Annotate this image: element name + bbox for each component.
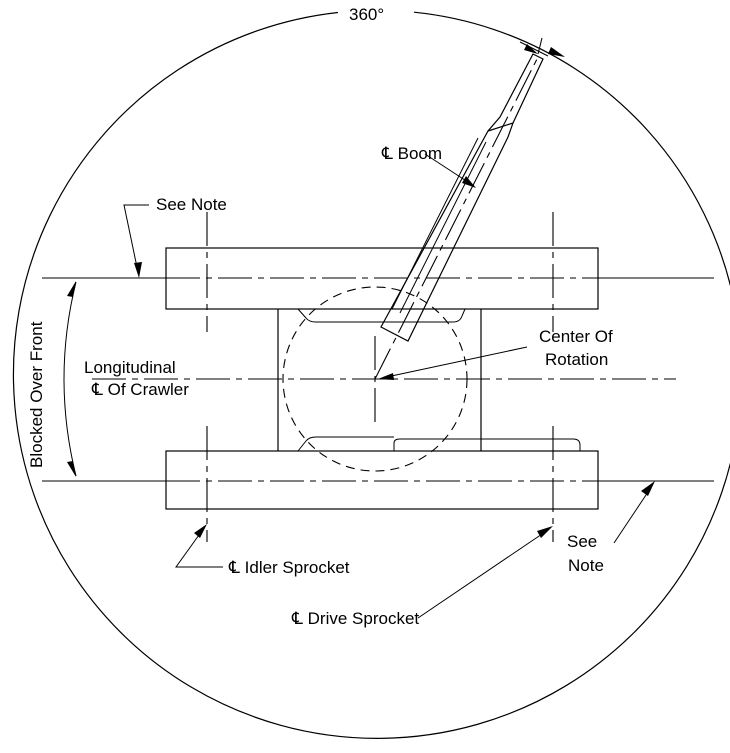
idler-sprocket-arrowhead: [194, 524, 207, 538]
see-note-top-label: See Note: [156, 195, 227, 214]
boom-section-line: [487, 122, 514, 132]
boom-label: ℄ Boom: [381, 144, 442, 163]
longitudinal-label-line1: Longitudinal: [84, 358, 176, 377]
blocked-over-front-arrow-top: [67, 281, 76, 297]
drive-sprocket-label: ℄ Drive Sprocket: [291, 609, 419, 628]
boom-leader-arrowhead: [462, 176, 476, 188]
boom-tip-tick-right: [537, 37, 543, 55]
boom: [374, 53, 544, 380]
see-note-top-arrowhead: [134, 262, 142, 278]
angle-label: 360°: [349, 5, 384, 24]
center-of-rotation-line1: Center Of: [539, 327, 613, 346]
boom-outline: [380, 53, 544, 342]
boom-centerline: [374, 56, 539, 380]
see-note-right-line2: Note: [568, 556, 604, 575]
boom-inner-line-left: [391, 137, 479, 310]
idler-sprocket-leader: [175, 527, 223, 568]
center-of-rotation-line2: Rotation: [545, 350, 608, 369]
upper-roller-frame: [297, 308, 466, 323]
boom-inner-line-right: [399, 141, 487, 314]
drive-sprocket-leader: [417, 529, 549, 619]
blocked-over-front-arrow-bottom: [67, 461, 76, 477]
lower-roller-frame-right: [393, 438, 581, 451]
see-note-right-arrowhead: [641, 481, 655, 496]
center-of-rotation-arrowhead: [378, 373, 394, 380]
center-of-rotation-leader: [381, 346, 528, 379]
drive-sprocket-arrowhead: [537, 526, 553, 538]
lower-track: [165, 450, 599, 510]
blocked-over-front-label: Blocked Over Front: [27, 321, 46, 468]
boom-tip-tick-left: [519, 41, 549, 57]
boom-tip-arrowhead: [524, 44, 538, 54]
idler-sprocket-label: ℄ Idler Sprocket: [228, 558, 350, 577]
see-note-top-leader: [123, 204, 149, 273]
see-note-right-leader: [613, 485, 653, 544]
swing-circle-arrowhead: [548, 47, 565, 57]
upperworks-circle: [282, 286, 468, 472]
swing-circle: [12, 11, 730, 739]
see-note-right-line1: See: [567, 532, 597, 551]
lower-roller-frame-left: [297, 436, 394, 452]
longitudinal-label-line2: ℄ Of Crawler: [91, 380, 189, 399]
blocked-over-front-dimension-arc: [63, 281, 77, 477]
